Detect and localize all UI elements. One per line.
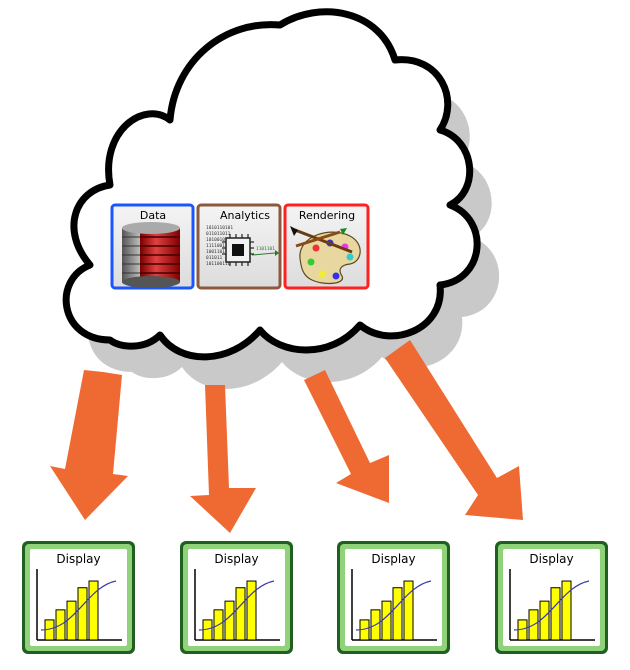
down-arrow-2 (190, 385, 256, 533)
display-bar (403, 580, 414, 641)
display-bar (77, 587, 88, 641)
display-bar (224, 600, 235, 641)
display-bar (392, 587, 403, 641)
display-label: Display (529, 552, 573, 566)
display-bar (550, 587, 561, 641)
display-bar (246, 580, 257, 641)
analytics-bits-line: 011011 (206, 255, 223, 261)
analytics-bits-line: 101100110 (206, 261, 231, 267)
display-bar (66, 600, 77, 641)
analytics-panel-label: Analytics (220, 209, 270, 222)
down-arrow-4 (385, 340, 523, 520)
paint-palette-icon (290, 226, 361, 285)
display-trend-curve (40, 580, 117, 631)
display-trend-curve (513, 580, 590, 631)
display-box: Display (495, 541, 608, 654)
display-label: Display (371, 552, 415, 566)
display-trend-curve (355, 580, 432, 631)
down-arrow-3 (304, 370, 389, 503)
down-arrow-1 (50, 370, 128, 520)
database-icon (122, 222, 180, 288)
arrows-group (50, 340, 523, 533)
analytics-bits-line: 1001101 (206, 249, 225, 255)
data-panel-label: Data (140, 209, 166, 222)
rendering-panel: Rendering (283, 203, 370, 290)
display-box: Display (180, 541, 293, 654)
analytics-bits-line: 1111001 (206, 243, 225, 249)
display-bar (88, 580, 99, 641)
rendering-panel-label: Rendering (299, 209, 355, 222)
display-label: Display (214, 552, 258, 566)
analytics-bits-line: 10100101 (206, 237, 228, 243)
analytics-bits-line: 1010110101 (206, 225, 233, 231)
cloud-outline (62, 8, 481, 361)
analytics-panel: Analytics 1010110101 011011011 10100101 … (196, 203, 282, 290)
display-bar (235, 587, 246, 641)
cpu-chip-icon: 1010110101 011011011 10100101 1111001 10… (206, 225, 279, 267)
analytics-bits-line: 011011011 (206, 231, 231, 237)
data-panel: Data (110, 203, 195, 290)
display-bar (539, 600, 550, 641)
display-bar (381, 600, 392, 641)
analytics-output-bits: 1101101 (256, 246, 275, 252)
display-bar (561, 580, 572, 641)
display-box: Display (337, 541, 450, 654)
display-trend-curve (198, 580, 275, 631)
display-label: Display (56, 552, 100, 566)
display-box: Display (22, 541, 135, 654)
